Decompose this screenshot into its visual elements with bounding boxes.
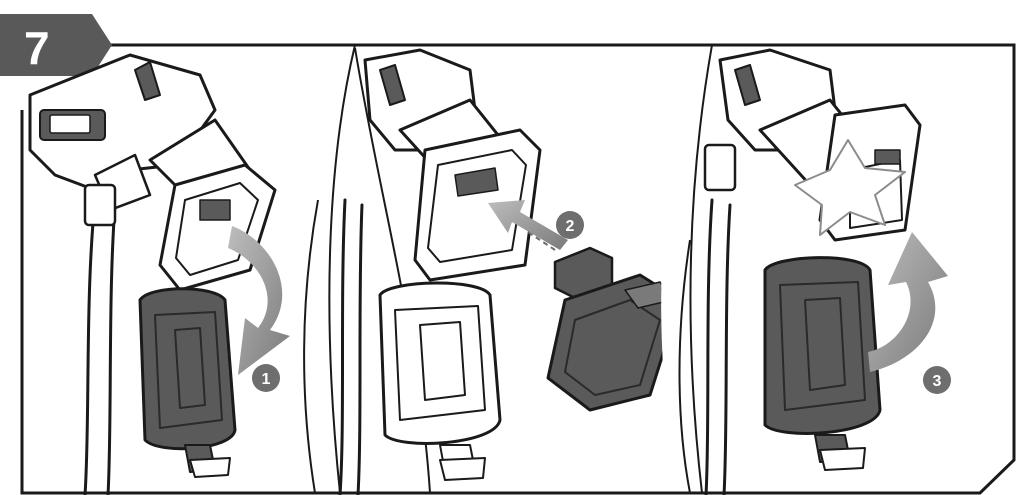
- panel-2: [340, 50, 680, 495]
- hose: [340, 200, 362, 495]
- panel-1: [30, 55, 275, 495]
- callout-1: 1: [252, 364, 280, 392]
- callout-1-number: 1: [262, 371, 271, 388]
- curved-arrow-down-icon: [228, 226, 290, 375]
- callout-3-number: 3: [933, 373, 942, 390]
- rotation-arrow-1: [228, 226, 290, 375]
- battery-housing: [765, 258, 880, 470]
- curved-arrow-up-icon: [868, 232, 948, 372]
- callout-2-number: 2: [566, 218, 575, 235]
- battery-housing: [380, 283, 500, 480]
- hose: [706, 200, 730, 495]
- callout-3: 3: [923, 366, 951, 394]
- step-badge: 7: [0, 14, 112, 76]
- rotation-arrow-3: [868, 232, 948, 372]
- battery-pack: [548, 248, 680, 410]
- panel-3: [705, 50, 920, 495]
- callout-2: 2: [556, 211, 584, 239]
- hose: [85, 200, 115, 495]
- battery-housing: [140, 289, 235, 477]
- step-number: 7: [24, 22, 50, 74]
